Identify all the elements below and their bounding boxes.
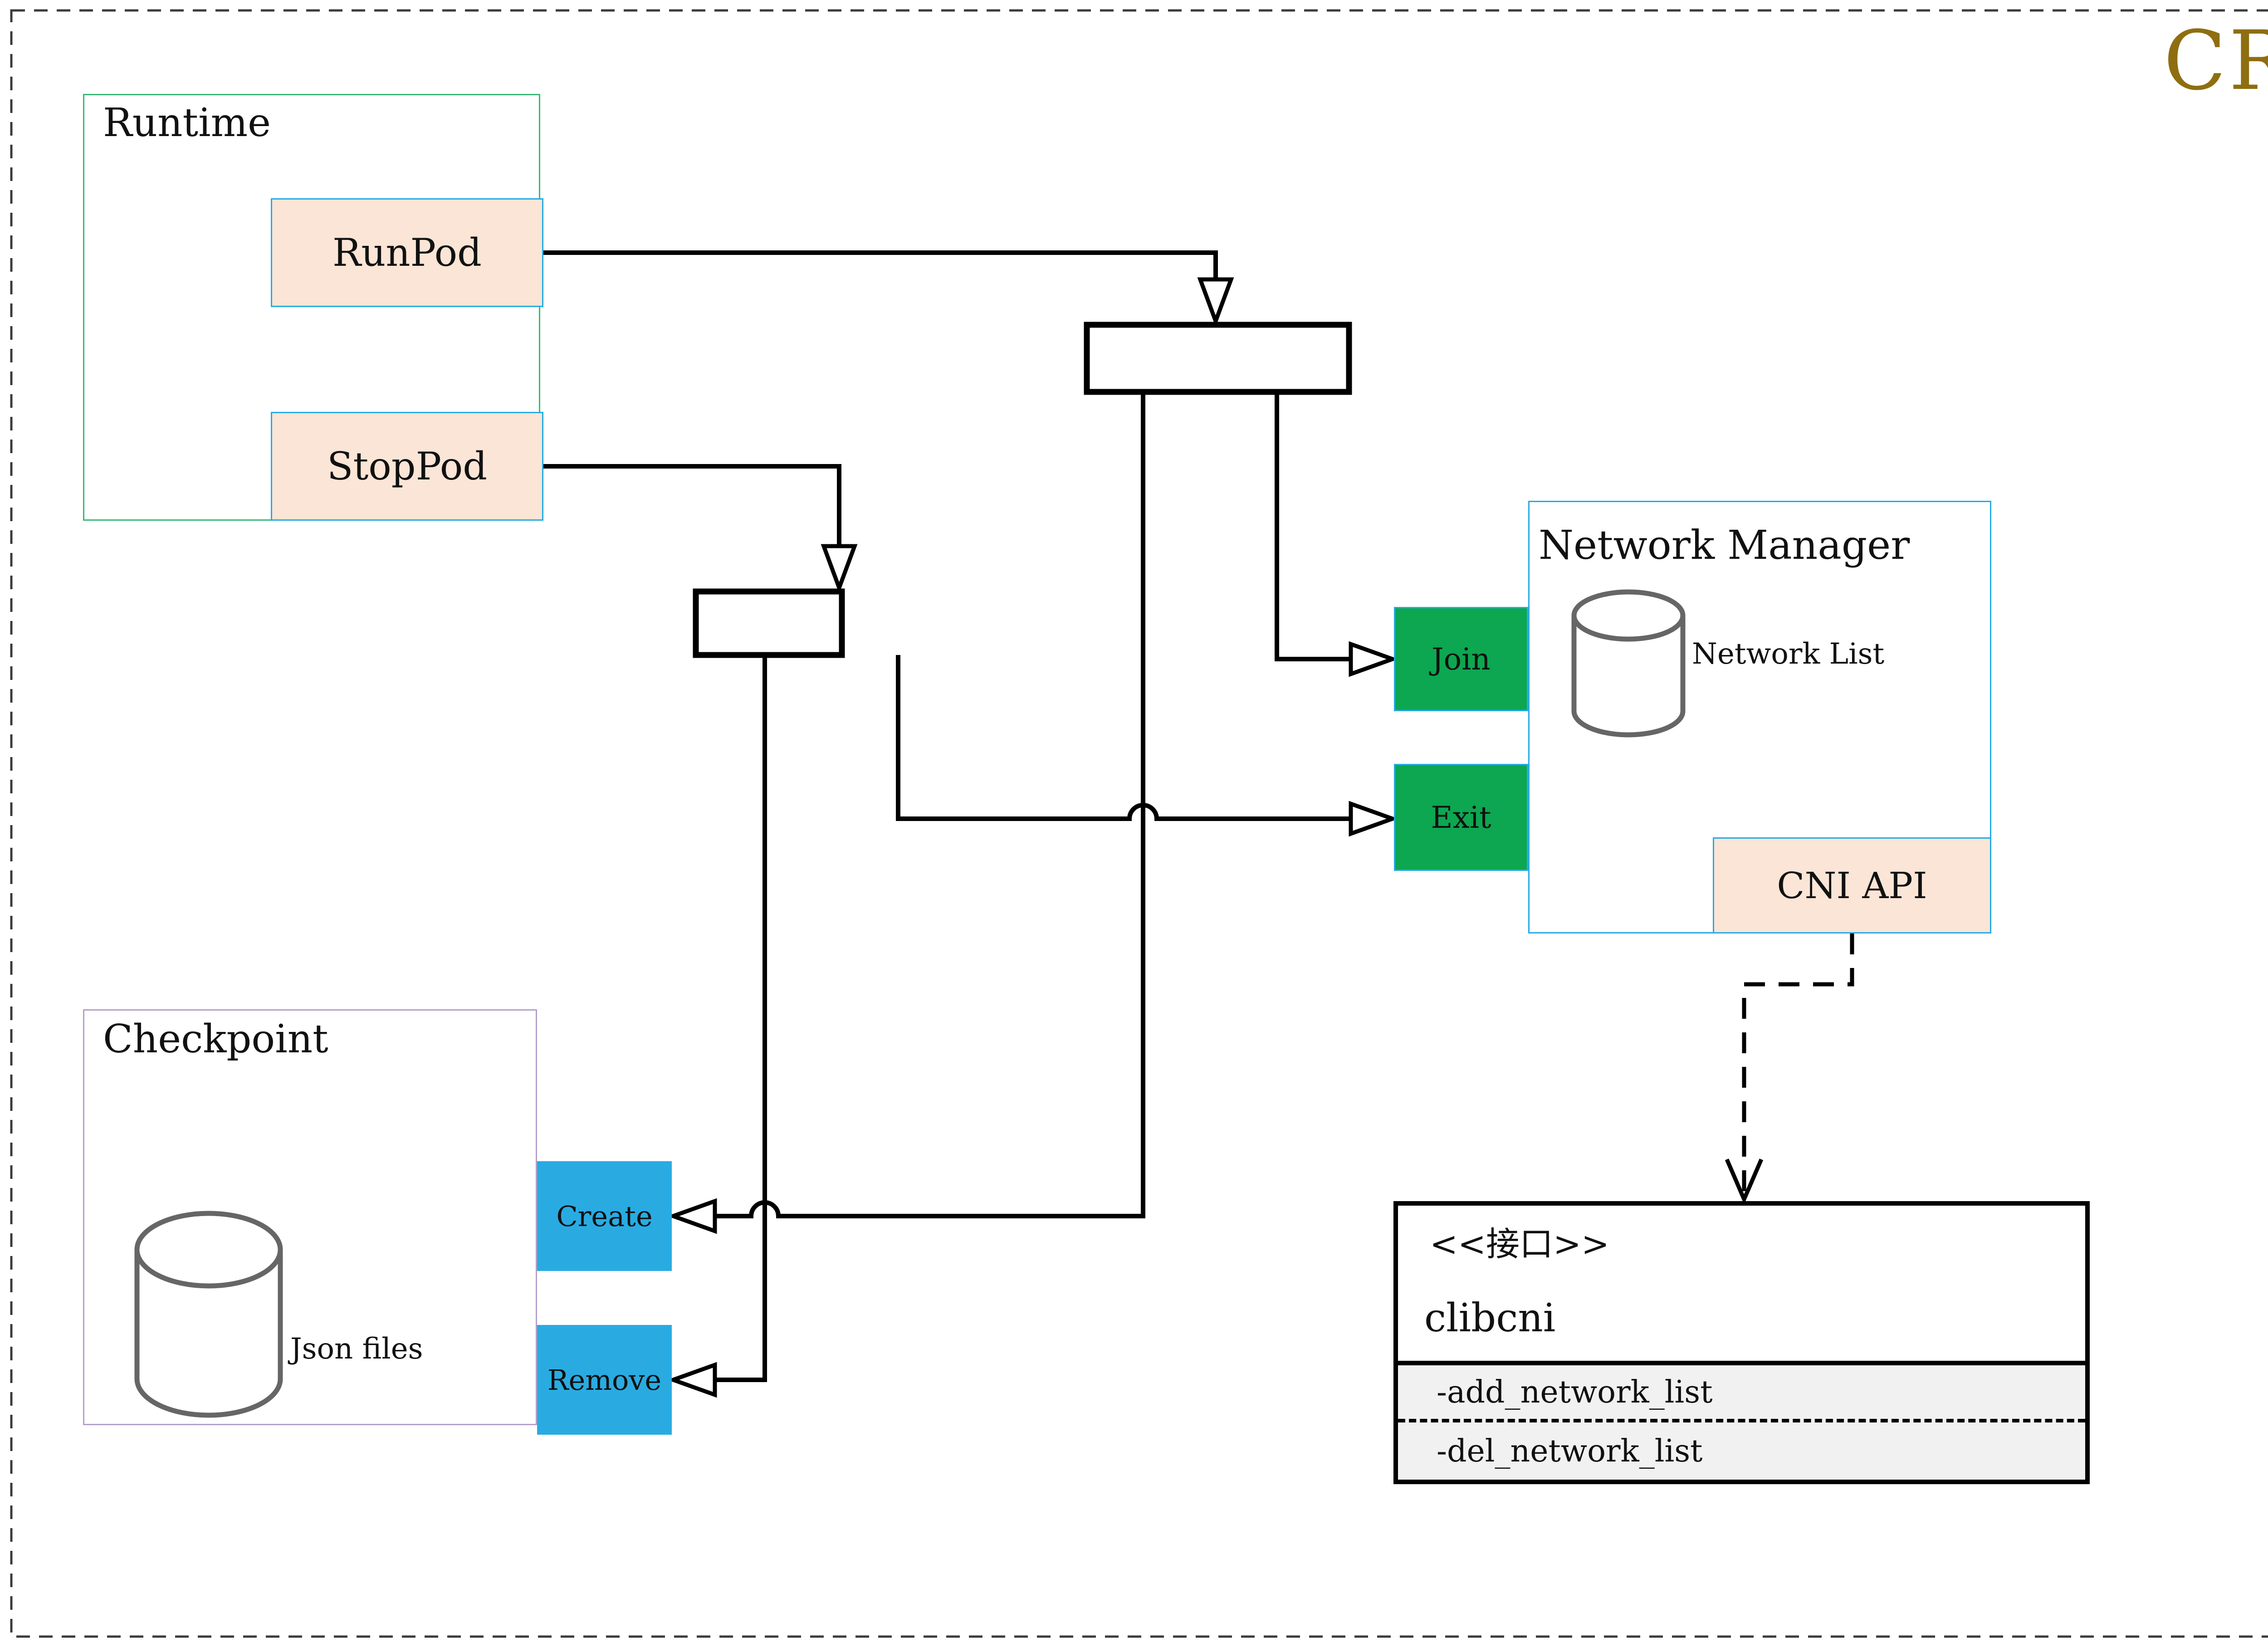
remove-label: Remove [547,1363,662,1397]
json-database-top [134,1211,283,1289]
json-database-body [134,1250,283,1418]
network-manager-title: Network Manager [1539,522,1910,568]
network-database-top [1571,589,1686,642]
create-arrowhead-icon [667,1198,717,1234]
network-list-database-icon [1571,589,1686,738]
runpod-button[interactable]: RunPod [271,198,543,307]
create-connector [715,392,1145,1218]
runtime-title: Runtime [103,100,271,146]
clibcni-header: <<接口>> clibcni [1398,1206,2085,1361]
exit-connector [896,655,1351,821]
runpod-arrowhead-icon [1197,277,1234,327]
flow-box-runpod [1084,322,1352,395]
remove-button[interactable]: Remove [537,1325,672,1435]
stoppod-button[interactable]: StopPod [271,412,543,521]
remove-arrowhead-icon [667,1362,717,1398]
network-list-label: Network List [1692,637,1885,671]
exit-arrowhead-icon [1349,801,1399,837]
runpod-connector [543,250,1218,279]
clibcni-method-del: -del_network_list [1437,1433,1703,1469]
flow-box-stoppod [693,588,845,658]
cni-api-button[interactable]: CNI API [1713,837,1991,933]
cni-dependency-arrowhead-icon [1725,1158,1764,1205]
stoppod-arrowhead-icon [821,544,858,594]
outer-dashed-border [10,9,2268,1638]
exit-label: Exit [1431,800,1491,835]
cni-dependency-connector [1742,933,1854,1193]
cri-title: CRI [2164,14,2268,108]
stoppod-label: StopPod [327,444,488,489]
runpod-label: RunPod [332,230,482,275]
network-database-body [1571,616,1686,738]
stoppod-connector [543,464,841,546]
json-files-database-icon [134,1211,283,1418]
remove-connector [715,655,767,1382]
clibcni-methods-section: -add_network_list -del_network_list [1398,1361,2085,1480]
join-arrowhead-icon [1349,641,1399,677]
join-label: Join [1432,641,1491,677]
clibcni-name: clibcni [1424,1295,1556,1341]
join-button[interactable]: Join [1394,607,1528,711]
create-button[interactable]: Create [537,1161,672,1271]
cni-api-label: CNI API [1777,864,1927,907]
join-connector [1275,392,1351,661]
create-label: Create [556,1199,653,1233]
checkpoint-title: Checkpoint [103,1017,328,1062]
clibcni-method-add: -add_network_list [1398,1365,2085,1422]
exit-button[interactable]: Exit [1394,764,1528,871]
clibcni-interface-box: <<接口>> clibcni -add_network_list -del_ne… [1393,1201,2090,1484]
clibcni-stereotype: <<接口>> [1430,1225,1610,1264]
json-files-label: Json files [290,1332,423,1366]
